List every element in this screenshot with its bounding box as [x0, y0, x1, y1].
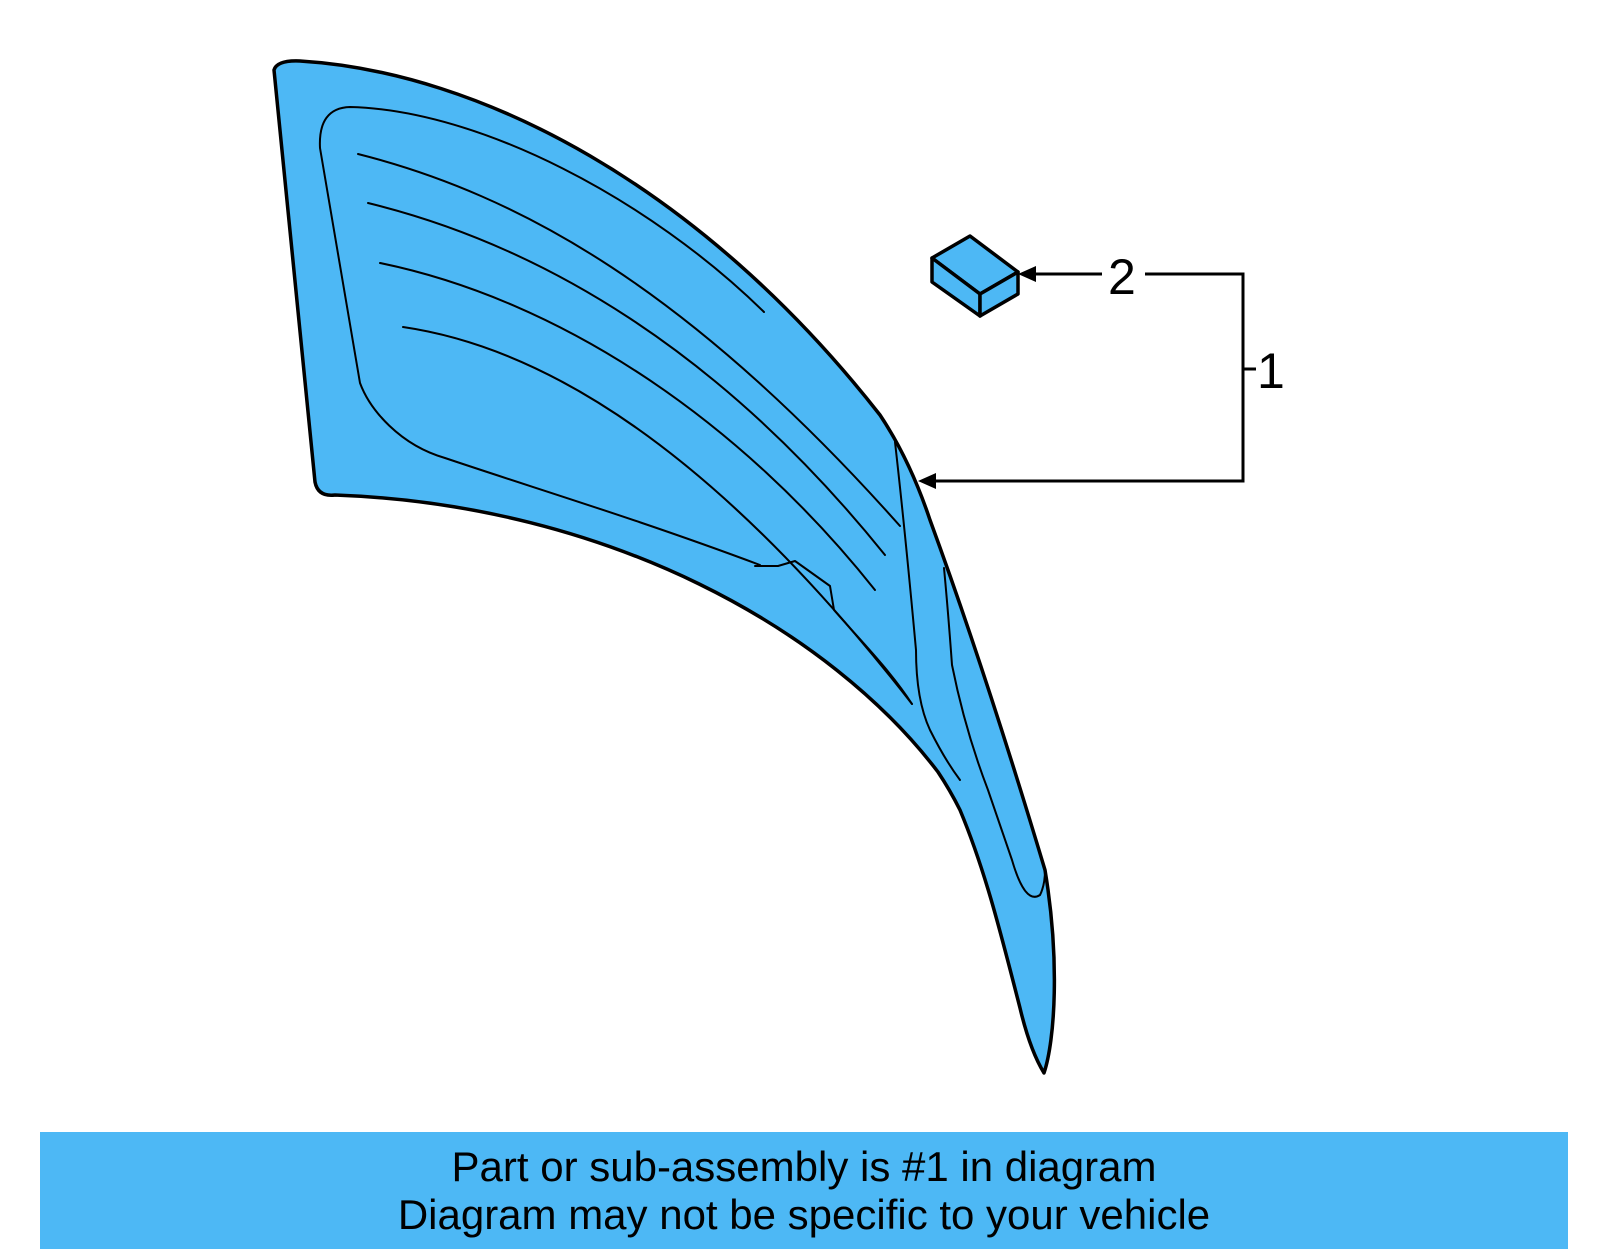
callout-leaders	[918, 266, 1256, 489]
arrowhead-1	[918, 473, 936, 489]
side-edge-line-2	[943, 567, 1046, 898]
caption-line-1: Part or sub-assembly is #1 in diagram	[451, 1143, 1157, 1190]
glass-outline	[272, 59, 1057, 1075]
bracket-leader	[932, 272, 1245, 483]
bracket-detail	[754, 560, 913, 705]
caption-line-2: Diagram may not be specific to your vehi…	[397, 1191, 1211, 1238]
block-side-face	[978, 270, 1020, 318]
callout-number-2: 2	[1108, 249, 1136, 305]
defroster-line-1	[357, 153, 901, 527]
rear-window-glass	[272, 59, 1057, 1075]
defroster-line-3	[379, 262, 876, 591]
callout-number-1: 1	[1257, 343, 1285, 399]
arrowhead-2	[1018, 266, 1036, 282]
side-edge-line-1	[894, 441, 961, 781]
caption-bar: Part or sub-assembly is #1 in diagram Di…	[40, 1132, 1568, 1249]
adhesive-block-part	[930, 234, 1020, 318]
inner-border-line	[318, 106, 765, 566]
defroster-line-2	[367, 202, 886, 556]
